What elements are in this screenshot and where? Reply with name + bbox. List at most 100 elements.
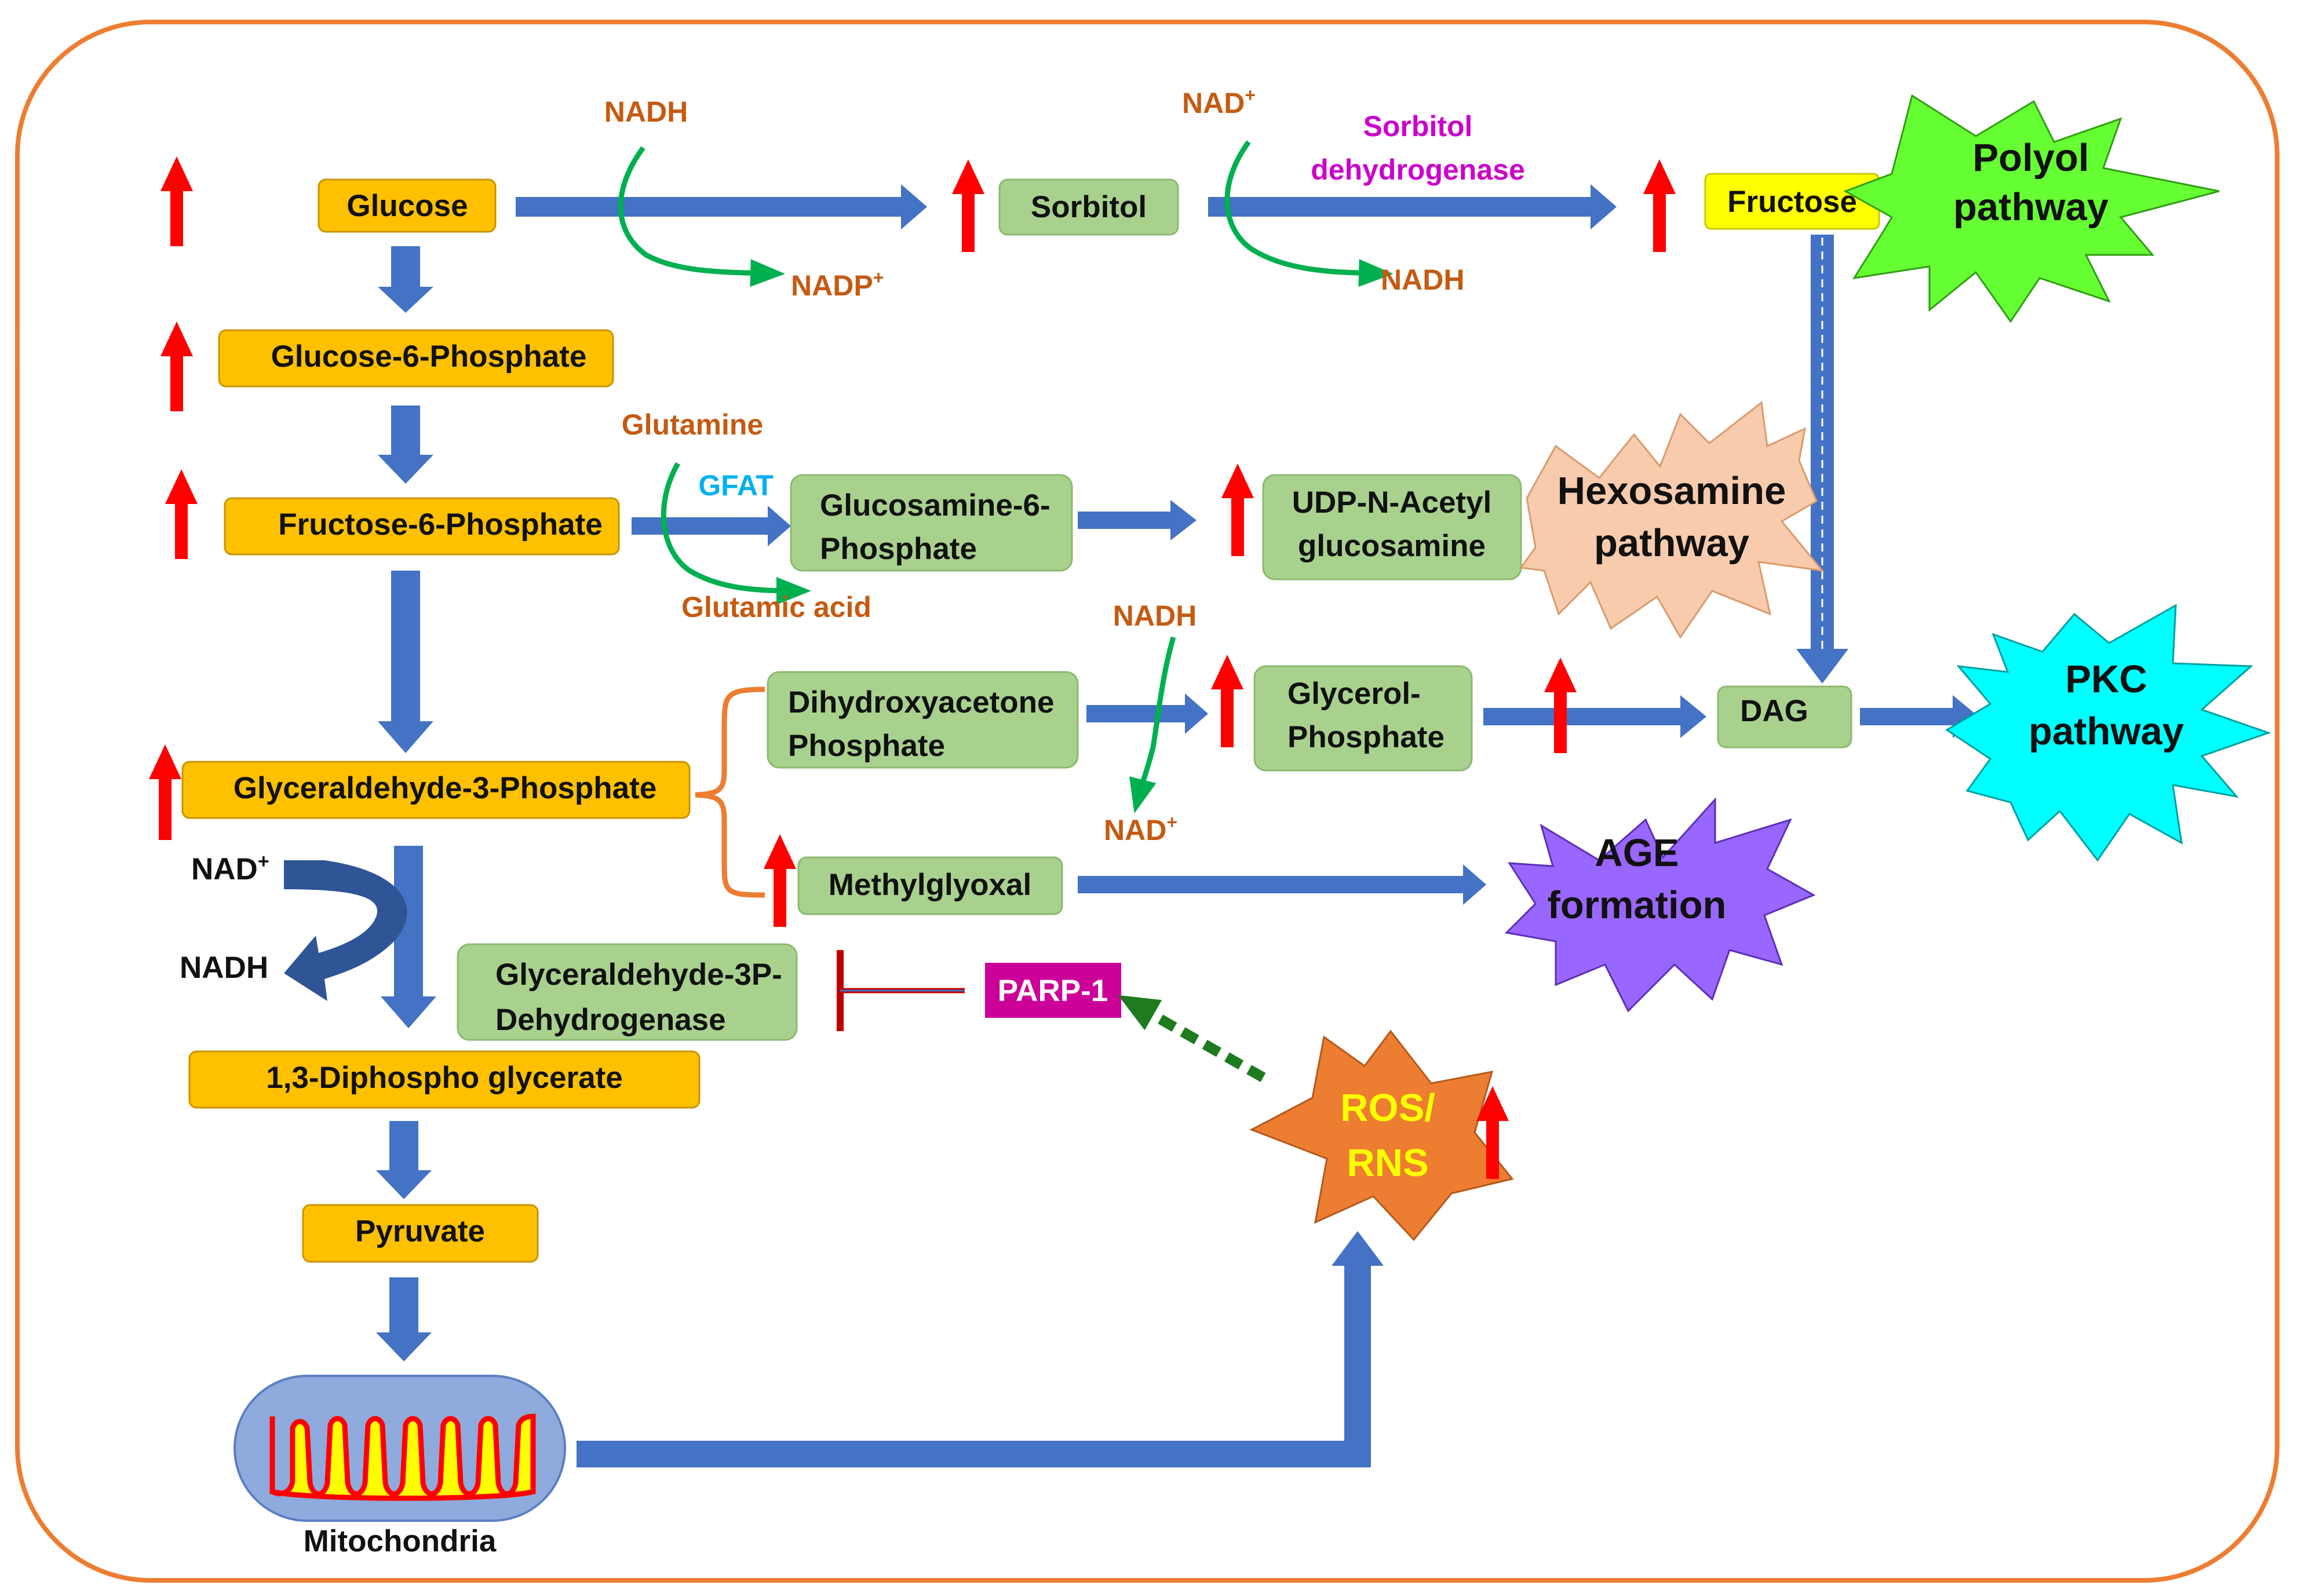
mitochondria-icon [234, 1375, 566, 1522]
hexosamine-burst [1519, 401, 1825, 639]
arrow-pyruvate-mito [376, 1277, 432, 1361]
up-arrow-icon [149, 744, 181, 840]
methylglyoxal-label: Methylglyoxal [829, 868, 1031, 902]
arrow-bpg-pyruvate [376, 1121, 432, 1199]
polyol-burst [1843, 94, 2220, 323]
up-arrow-icons [149, 156, 1676, 1179]
f6p-label: Fructose-6-Phosphate [278, 507, 603, 542]
gapdh-line2: Dehydrogenase [495, 1003, 726, 1037]
up-arrow-icon [1476, 1086, 1509, 1179]
g6p-label: Glucose-6-Phosphate [271, 339, 587, 374]
polyol-pathway-line2: pathway [1953, 185, 2109, 229]
dhap-box[interactable] [767, 671, 1079, 769]
nad-nadh-curve-arrow [284, 860, 407, 1001]
udp-line1: UDP-N-Acetyl [1292, 485, 1492, 520]
methylglyoxal-box[interactable] [797, 856, 1063, 915]
glycerolp-line2: Phosphate [1287, 720, 1445, 754]
udp-line2: glucosamine [1298, 529, 1486, 563]
pyruvate-label: Pyruvate [355, 1214, 485, 1248]
up-arrow-icon [952, 159, 984, 252]
gln6p-line2: Phosphate [820, 532, 977, 566]
gapdh-nadh-out: NADH [180, 951, 268, 985]
ros-line2: RNS [1347, 1141, 1428, 1185]
arrow-dhap-glycerolp [1086, 693, 1208, 734]
pyruvate-box[interactable] [302, 1204, 539, 1263]
ros-burst [1249, 1029, 1514, 1241]
arrow-f6p-gap [378, 571, 433, 753]
arrow-f6p-gln6p [632, 506, 791, 546]
pkc-nad-out: NAD+ [1104, 812, 1177, 846]
ros-line1: ROS/ [1340, 1086, 1435, 1130]
arrow-dag-pkc [1860, 695, 1979, 738]
cofactor-arcs [618, 140, 1394, 814]
age-burst [1504, 797, 1816, 1013]
glutamine-label: Glutamine [622, 408, 763, 441]
gln6p-box[interactable] [790, 474, 1073, 572]
f6p-box[interactable] [224, 497, 620, 556]
pkc-burst [1945, 604, 2271, 862]
arrow-fructose-dag [1796, 235, 1848, 684]
bpg-label: 1,3-Diphospho glycerate [266, 1061, 623, 1095]
arrow-g6p-f6p [378, 406, 433, 484]
up-arrow-icon [1211, 655, 1243, 747]
up-arrow-icon [165, 469, 198, 559]
age-pathway-line2: formation [1548, 883, 1727, 927]
hexosamine-pathway-line2: pathway [1594, 521, 1749, 565]
dag-box[interactable] [1717, 685, 1852, 748]
up-arrow-icon [161, 322, 193, 411]
arrow-mito-ros [577, 1231, 1384, 1467]
gfat-label: GFAT [698, 469, 774, 502]
polyol-nadh-in: NADH [604, 96, 688, 128]
sorbitol-dh-line2: dehydrogenase [1311, 154, 1525, 186]
pkc-pathway-line1: PKC [2065, 658, 2147, 701]
gapdh-nad-in: NAD+ [191, 850, 269, 886]
arrow-glycerolp-dag [1483, 695, 1706, 738]
gapdh-box[interactable] [457, 943, 798, 1041]
up-arrow-icon [161, 156, 193, 246]
glucose-label: Glucose [346, 189, 468, 223]
dag-label: DAG [1740, 694, 1808, 728]
parp-box[interactable] [985, 963, 1121, 1018]
sorbitol-dh-line1: Sorbitol [1363, 110, 1473, 143]
glycolysis-boxes [181, 178, 701, 1263]
pkc-pathway-line2: pathway [2029, 710, 2184, 753]
polyol-nadh-out: NADH [1381, 264, 1464, 296]
polyol-pathway-line1: Polyol [1972, 136, 2089, 180]
gln6p-line1: Glucosamine-6- [820, 488, 1050, 523]
inhibition-bar-icon [837, 950, 965, 1031]
hexosamine-pathway-line1: Hexosamine [1557, 469, 1786, 513]
arrow-sorbitol-fructose [1208, 184, 1617, 229]
glutamic-acid-label: Glutamic acid [681, 591, 871, 623]
mitochondria-label: Mitochondria [304, 1524, 497, 1558]
sorbitol-box[interactable] [998, 178, 1179, 236]
age-pathway-line1: AGE [1595, 831, 1679, 875]
udp-box[interactable] [1262, 474, 1522, 580]
parp-label: PARP-1 [998, 974, 1108, 1008]
dhap-line1: Dihydroxyacetone [788, 685, 1054, 720]
gap-box[interactable] [181, 761, 691, 819]
up-arrow-icon [1221, 463, 1254, 556]
dhap-line2: Phosphate [788, 729, 945, 763]
up-arrow-icon [1544, 658, 1577, 753]
green-boxes [457, 178, 1852, 1041]
bpg-box[interactable] [188, 1050, 701, 1109]
glycerolp-line1: Glycerol- [1287, 677, 1421, 711]
polyol-nad-in: NAD+ [1182, 85, 1256, 119]
gap-label: Glyceraldehyde-3-Phosphate [234, 771, 656, 805]
fructose-label: Fructose [1727, 185, 1857, 219]
glycerolp-box[interactable] [1253, 665, 1473, 772]
arrows-layer [376, 184, 1979, 1467]
sorbitol-label: Sorbitol [1031, 190, 1147, 224]
bracket [695, 686, 765, 898]
arrow-glucose-sorbitol [516, 184, 927, 229]
up-arrow-icon [764, 834, 796, 927]
gapdh-line1: Glyceraldehyde-3P- [495, 958, 782, 992]
glucose-box[interactable] [318, 178, 497, 233]
up-arrow-icon [1643, 159, 1676, 252]
g6p-box[interactable] [218, 329, 614, 388]
pkc-nadh-in: NADH [1113, 600, 1197, 632]
arrow-mg-age [1078, 864, 1486, 905]
polyol-nadp-out: NADP+ [791, 267, 884, 302]
arrow-glucose-g6p [378, 246, 433, 313]
